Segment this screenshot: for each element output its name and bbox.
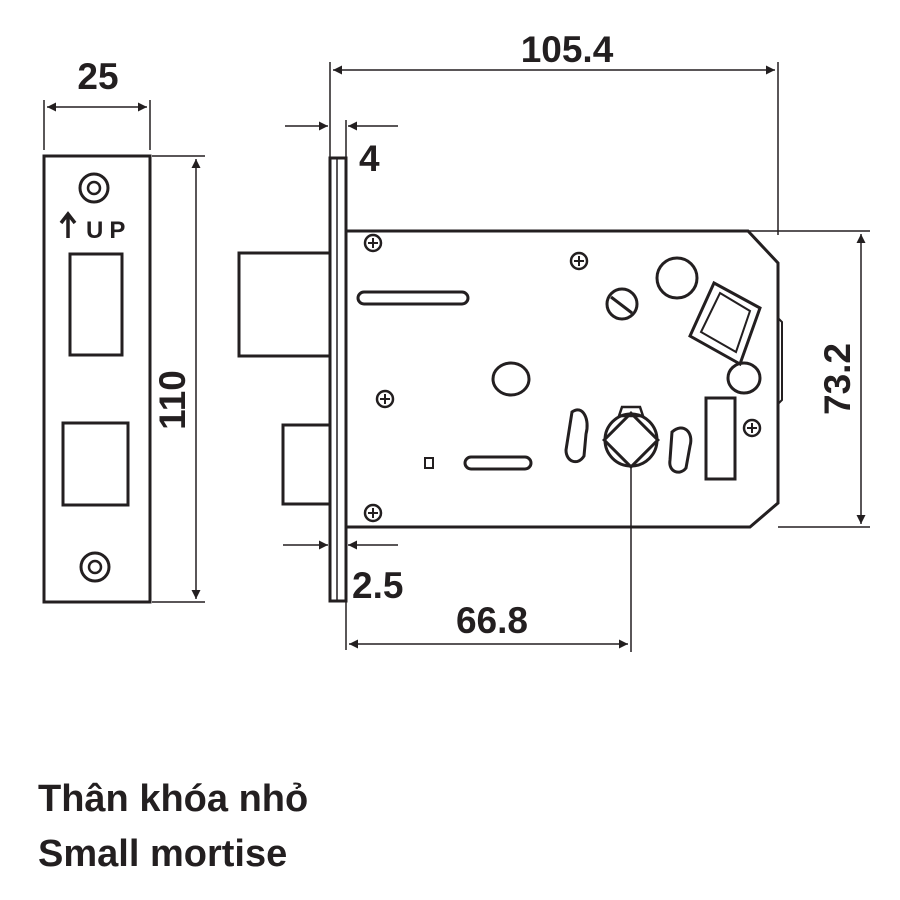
latch-bolt bbox=[237, 251, 332, 358]
lock-case-body bbox=[344, 229, 780, 529]
small-square-mark bbox=[424, 457, 434, 469]
right-lever bbox=[668, 426, 693, 474]
top-screw-hole bbox=[78, 172, 110, 204]
faceplate-front-view bbox=[42, 154, 152, 604]
front-plate bbox=[328, 156, 348, 603]
upper-cam bbox=[605, 287, 639, 321]
dimension-25 bbox=[43, 100, 151, 150]
bottom-screw-hole bbox=[79, 551, 111, 583]
dimension-66-8 bbox=[349, 466, 632, 652]
dimension-73-2 bbox=[748, 230, 870, 528]
case-screw-left-middle bbox=[375, 389, 395, 409]
dimension-105-4 bbox=[329, 62, 779, 235]
lower-slide-slot bbox=[463, 455, 533, 471]
dimension-110 bbox=[152, 155, 205, 603]
faceplate-outline bbox=[42, 154, 152, 604]
dead-bolt bbox=[281, 423, 332, 506]
lower-right-hole bbox=[726, 361, 762, 395]
case-right-notch bbox=[777, 315, 783, 407]
deadbolt-opening bbox=[61, 421, 130, 507]
cylinder-spindle bbox=[688, 280, 762, 367]
upper-slide-slot bbox=[356, 290, 470, 306]
dimension-4 bbox=[285, 120, 398, 158]
up-arrow-icon bbox=[59, 211, 77, 238]
dimension-4-label: 4 bbox=[359, 138, 380, 179]
left-lever bbox=[564, 408, 589, 464]
case-screw-top-center bbox=[569, 251, 589, 271]
caption-vietnamese: Thân khóa nhỏ bbox=[38, 778, 309, 820]
mortise-side-view bbox=[237, 156, 783, 603]
dimension-66-8-label: 66.8 bbox=[456, 600, 528, 641]
up-marking: UP bbox=[86, 217, 131, 244]
center-hole bbox=[491, 361, 531, 397]
dimension-2-5-label: 2.5 bbox=[352, 565, 403, 606]
dimension-25-label: 25 bbox=[77, 56, 118, 97]
deadbolt-block bbox=[704, 396, 737, 481]
case-screw-top-left bbox=[363, 233, 383, 253]
follower-hub bbox=[602, 405, 660, 469]
case-screw-bottom-left bbox=[363, 503, 383, 523]
case-screw-right bbox=[742, 418, 762, 438]
dimension-2-5 bbox=[283, 527, 398, 650]
upper-right-hole bbox=[655, 256, 699, 300]
dimension-73-2-label: 73.2 bbox=[817, 343, 858, 415]
latch-opening bbox=[68, 252, 124, 357]
caption-english: Small mortise bbox=[38, 833, 288, 875]
dimension-105-4-label: 105.4 bbox=[521, 29, 614, 70]
dimension-110-label: 110 bbox=[152, 370, 193, 430]
